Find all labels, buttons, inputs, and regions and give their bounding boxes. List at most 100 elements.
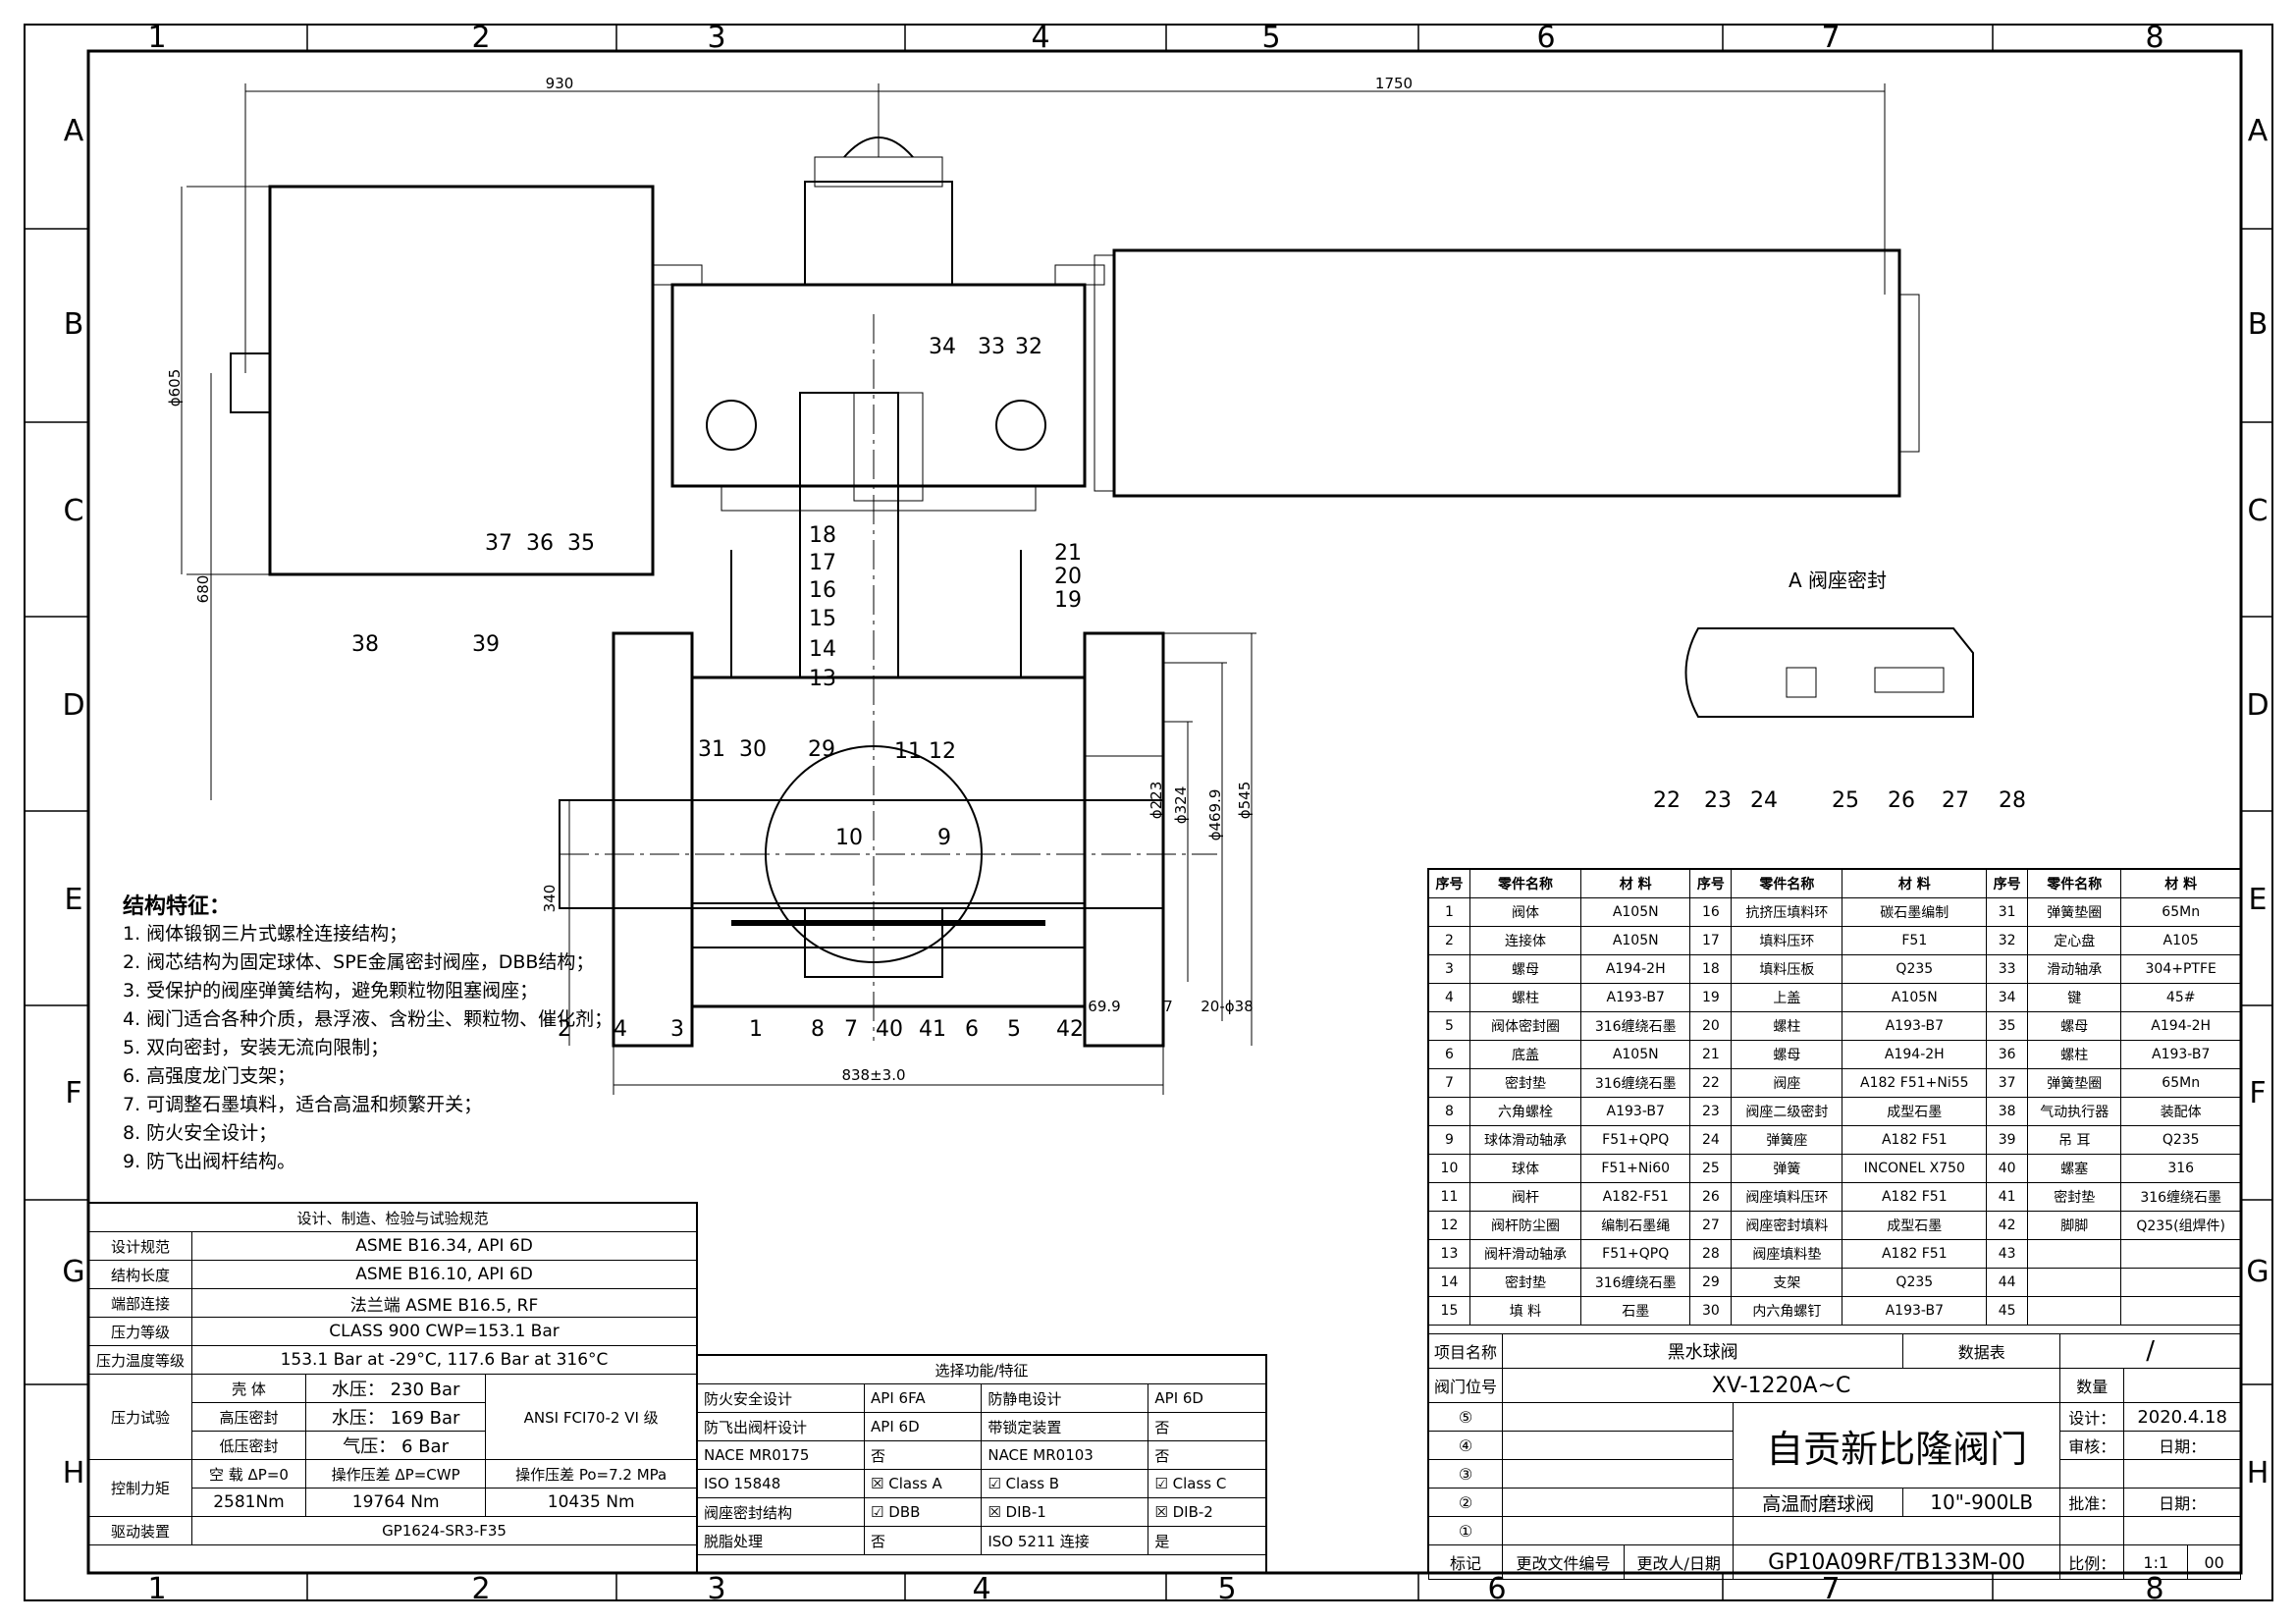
callout-20: 20 — [1054, 565, 1082, 589]
options-cell: 否 — [864, 1440, 983, 1470]
pressure-test-value: 水压： 230 Bar — [304, 1374, 487, 1403]
callout-5: 5 — [1007, 1017, 1021, 1042]
parts-cell — [2120, 1239, 2241, 1269]
options-cell: ☒ Class A — [864, 1469, 983, 1498]
options-cell: NACE MR0175 — [696, 1440, 866, 1470]
callout-16: 16 — [809, 578, 836, 603]
parts-cell — [2120, 1268, 2241, 1297]
parts-cell: 316缠绕石墨 — [1579, 1068, 1691, 1098]
parts-cell: 29 — [1689, 1268, 1733, 1297]
note-item: 8. 防火安全设计； — [123, 1122, 278, 1144]
callout-1: 1 — [749, 1017, 763, 1042]
pressure-test-item: 壳 体 — [191, 1374, 306, 1403]
parts-cell: 装配体 — [2120, 1097, 2241, 1126]
zone-row-label: E — [65, 883, 83, 917]
callout-41: 41 — [919, 1017, 946, 1042]
datasheet-label: 数据表 — [1902, 1333, 2061, 1369]
zone-row-label: F — [65, 1076, 81, 1110]
spec-label: 设计规范 — [88, 1231, 192, 1261]
dim-469: ϕ469.9 — [1206, 789, 1224, 841]
pressure-test-label: 压力试验 — [88, 1374, 192, 1460]
dim-680: 680 — [194, 575, 212, 604]
options-cell: ISO 5211 连接 — [981, 1526, 1149, 1555]
parts-cell: 41 — [1986, 1182, 2029, 1212]
parts-cell: 填料压环 — [1731, 926, 1843, 955]
parts-cell: 9 — [1428, 1125, 1470, 1155]
parts-cell: 14 — [1428, 1268, 1470, 1297]
parts-cell: 304+PTFE — [2120, 954, 2241, 984]
parts-cell: 31 — [1986, 897, 2029, 927]
parts-cell: 23 — [1689, 1097, 1733, 1126]
detail-callout-24: 24 — [1750, 788, 1778, 813]
pressure-test-value: 水压： 169 Bar — [304, 1402, 487, 1432]
pressure-test-value: 气压： 6 Bar — [304, 1431, 487, 1460]
zone-col-label: 5 — [1261, 21, 1280, 55]
callout-3: 3 — [670, 1017, 684, 1042]
callout-4: 4 — [614, 1017, 627, 1042]
callout-10: 10 — [835, 826, 863, 850]
pressure-test-row: 高压密封水压： 169 Bar — [89, 1402, 697, 1432]
callout-12: 12 — [929, 739, 956, 764]
spec-value: 10"-900LB — [1902, 1488, 2061, 1517]
tag-label: 阀门位号 — [1428, 1368, 1503, 1403]
detail-callout-22: 22 — [1653, 788, 1681, 813]
torque-label: 控制力矩 — [88, 1459, 192, 1517]
parts-cell — [2120, 1296, 2241, 1326]
date-value: 2020.4.18 — [2123, 1402, 2241, 1432]
drawing-number: GP10A09RF/TB133M-00 — [1733, 1544, 2061, 1580]
options-cell: 脱脂处理 — [696, 1526, 866, 1555]
parts-cell: 弹簧垫圈 — [2027, 1068, 2122, 1098]
zone-row-label: E — [2249, 883, 2268, 917]
parts-cell: 键 — [2027, 983, 2122, 1012]
callout-40: 40 — [876, 1017, 903, 1042]
options-cell: 阀座密封结构 — [696, 1497, 866, 1527]
parts-cell: 3 — [1428, 954, 1470, 984]
zone-col-label: 6 — [1487, 1572, 1506, 1606]
parts-cell: 阀杆防尘圈 — [1468, 1211, 1581, 1240]
parts-cell: 2 — [1428, 926, 1470, 955]
rev-2: ② — [1428, 1488, 1503, 1517]
callout-2: 2 — [558, 1017, 571, 1042]
parts-cell: Q235 — [1842, 954, 1988, 984]
parts-cell: 阀体 — [1468, 897, 1581, 927]
parts-cell: 阀座填料垫 — [1731, 1239, 1843, 1269]
spec-value: ASME B16.10, API 6D — [191, 1260, 697, 1289]
parts-cell: 弹簧座 — [1731, 1125, 1843, 1155]
parts-cell: 24 — [1689, 1125, 1733, 1155]
callout-8: 8 — [811, 1017, 825, 1042]
parts-cell: A193-B7 — [1579, 1097, 1691, 1126]
parts-cell: 吊 耳 — [2027, 1125, 2122, 1155]
parts-cell: 抗挤压填料环 — [1731, 897, 1843, 927]
pressure-test-item: 低压密封 — [191, 1431, 306, 1460]
qty-label: 数量 — [2059, 1368, 2125, 1403]
parts-cell: A193-B7 — [1579, 983, 1691, 1012]
zone-col-label: 2 — [471, 1572, 490, 1606]
parts-cell: 脚脚 — [2027, 1211, 2122, 1240]
parts-cell: A194-2H — [2120, 1011, 2241, 1041]
parts-cell: 45 — [1986, 1296, 2029, 1326]
parts-cell: 43 — [1986, 1239, 2029, 1269]
parts-cell: 球体滑动轴承 — [1468, 1125, 1581, 1155]
options-cell: 否 — [1148, 1412, 1266, 1441]
rev-4: ④ — [1428, 1431, 1503, 1460]
options-cell: NACE MR0103 — [981, 1440, 1149, 1470]
spec-label: 压力温度等级 — [88, 1345, 192, 1375]
parts-cell: 底盖 — [1468, 1040, 1581, 1069]
zone-row-label: G — [2246, 1255, 2269, 1289]
parts-cell: 石墨 — [1579, 1296, 1691, 1326]
parts-cell: A105N — [1579, 1040, 1691, 1069]
torque-header: 操作压差 ΔP=CWP — [304, 1459, 487, 1489]
parts-header-cell: 零件名称 — [1468, 869, 1581, 898]
callout-15: 15 — [809, 607, 836, 631]
note-item: 7. 可调整石墨填料，适合高温和频繁开关； — [123, 1094, 483, 1115]
